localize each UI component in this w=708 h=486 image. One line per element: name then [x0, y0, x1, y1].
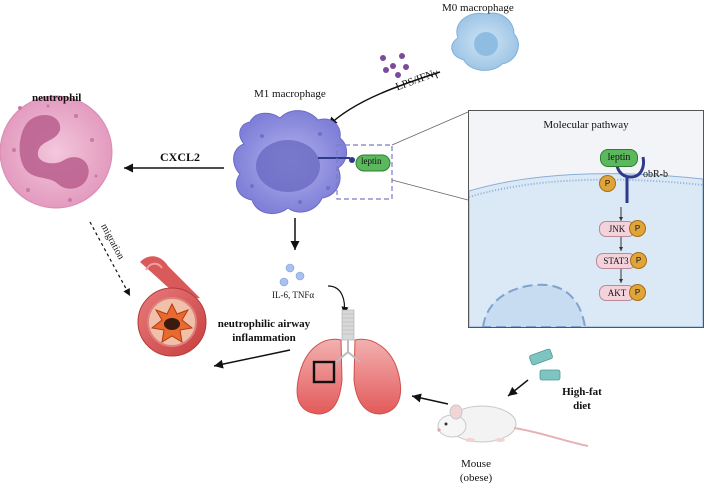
label-high-fat: High-fat — [562, 386, 602, 398]
label-airway-inflammation-2: inflammation — [232, 332, 296, 344]
stat3-phospho-badge: P — [630, 252, 647, 269]
label-mouse: Mouse — [461, 458, 491, 470]
arrow-diet-to-mouse — [507, 379, 529, 397]
arrow-m0-to-m1 — [327, 71, 441, 127]
zoom-line-top — [391, 111, 469, 146]
label-airway-inflammation-1: neutrophilic airway — [217, 318, 311, 330]
label-diet: diet — [573, 400, 591, 412]
high-fat-food-icon — [529, 348, 561, 381]
molecular-pathway-panel: Molecular pathway leptin obR-b P JNK P S… — [468, 110, 704, 328]
leptin-receptor-highlight — [336, 144, 393, 200]
label-m1-macrophage: M1 macrophage — [254, 88, 326, 100]
cytokine-particles — [279, 263, 305, 287]
arrow-migration — [89, 221, 131, 297]
label-m0-macrophage: M0 macrophage — [442, 2, 514, 14]
receptor-phospho-badge: P — [599, 175, 616, 192]
lps-particles — [380, 53, 409, 78]
neutrophil-cell — [0, 95, 113, 209]
arrow-mouse-to-lung — [411, 393, 449, 405]
zoom-line-bottom — [391, 179, 469, 201]
lungs — [296, 309, 402, 415]
m0-macrophage — [451, 12, 519, 71]
m1-macrophage — [233, 110, 350, 215]
pathway-title: Molecular pathway — [543, 119, 629, 131]
airway-cross-section — [137, 256, 207, 357]
jnk-phospho-badge: P — [629, 220, 646, 237]
pathway-leptin: leptin — [600, 149, 638, 167]
label-neutrophil: neutrophil — [32, 92, 82, 104]
mouse-icon — [437, 404, 589, 447]
label-cxcl2: CXCL2 — [160, 150, 201, 164]
pathway-node-akt: AKT — [599, 285, 635, 301]
label-mouse-obese: (obese) — [459, 472, 493, 484]
pathway-graphic — [469, 156, 703, 327]
akt-phospho-badge: P — [629, 284, 646, 301]
pathway-receptor-label: obR-b — [643, 169, 668, 180]
arrow-lung-to-airway — [213, 349, 291, 369]
label-leptin-m1: leptin — [361, 156, 382, 166]
label-il6-tnf: IL-6, TNFα — [272, 290, 315, 300]
